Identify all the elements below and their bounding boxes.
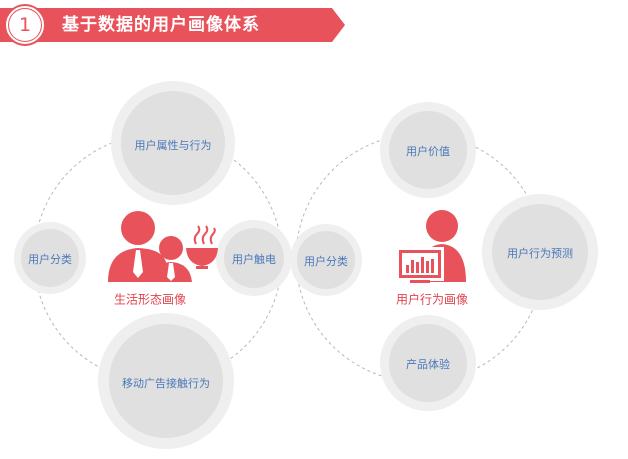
node-user-classification-right: 用户分类 [304, 255, 348, 268]
step-number: 1 [18, 14, 32, 36]
behavior-portrait-caption: 用户行为画像 [395, 292, 469, 307]
node-user-touchpoint: 用户触电 [232, 253, 276, 266]
section-banner [0, 4, 345, 46]
monitor-bar-chart-icon [406, 257, 434, 273]
node-user-classification-left: 用户分类 [28, 253, 72, 266]
family-with-bowl-icon [108, 211, 218, 282]
user-at-monitor-icon [396, 210, 466, 283]
left-left-node-circle [14, 222, 86, 294]
lifestyle-portrait-caption: 生活形态画像 [113, 292, 187, 307]
node-product-experience: 产品体验 [406, 358, 450, 371]
right-left-node-circle [290, 224, 362, 296]
right-bottom-node-circle [380, 315, 476, 411]
node-mobile-ad-contact-behavior: 移动广告接触行为 [122, 377, 210, 390]
right-top-node-circle [380, 102, 476, 198]
right-right-node-circle [482, 194, 598, 310]
node-user-attributes-behavior: 用户属性与行为 [134, 139, 212, 152]
node-user-behavior-prediction: 用户行为预测 [507, 247, 573, 260]
node-user-value: 用户价值 [406, 145, 450, 158]
left-bottom-node-circle [98, 313, 234, 449]
left-top-node-circle [111, 81, 235, 205]
page-title: 基于数据的用户画像体系 [62, 15, 260, 35]
left-right-node-circle [216, 220, 292, 296]
